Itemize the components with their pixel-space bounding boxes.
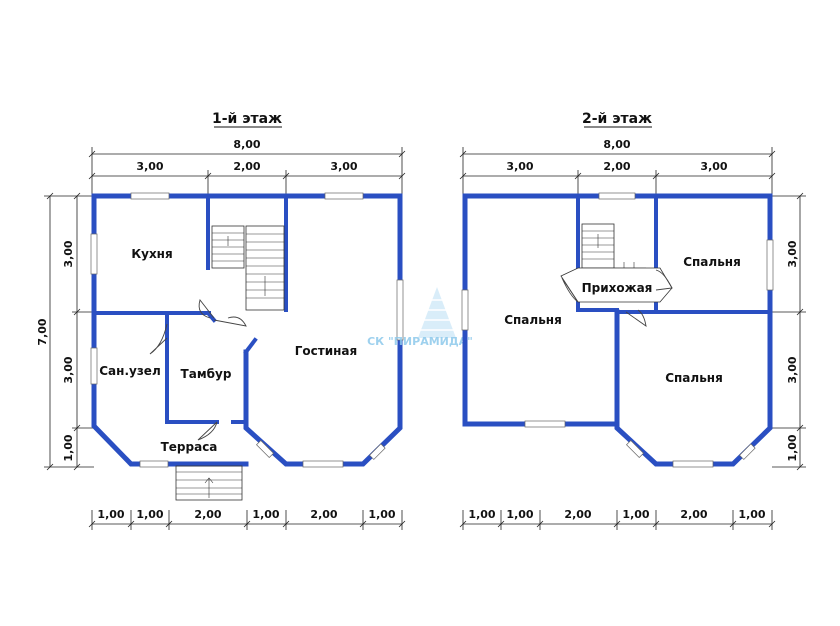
- room-terrace: Терраса: [161, 440, 218, 454]
- first-bottom-dimensions: 1,00 1,00 2,00 1,00 2,00 1,00: [88, 508, 406, 530]
- first-top-dimensions: 8,00 3,00 2,00 3,00: [88, 138, 406, 196]
- second-bottom-seg-6: 1,00: [738, 508, 765, 521]
- first-left-dimensions: 7,00 3,00 3,00 1,00: [36, 192, 94, 471]
- first-floor-title: 1-й этаж: [212, 111, 282, 127]
- first-top-seg-1: 3,00: [136, 160, 163, 173]
- second-total-width: 8,00: [603, 138, 630, 151]
- second-windows: [461, 192, 774, 468]
- room-tambour: Тамбур: [181, 367, 232, 381]
- second-top-seg-1: 3,00: [506, 160, 533, 173]
- second-right-seg-1: 3,00: [786, 240, 799, 267]
- second-right-dimensions: 3,00 3,00 1,00: [772, 192, 806, 471]
- room-bedroom-bottom-right: Спальня: [665, 371, 723, 385]
- first-floor-plan: 1-й этаж 8,00 3,00 2,00 3,00: [36, 111, 406, 530]
- second-bottom-seg-5: 2,00: [680, 508, 707, 521]
- second-walls: [462, 193, 773, 467]
- first-left-seg-2: 3,00: [62, 356, 75, 383]
- first-bottom-seg-3: 2,00: [194, 508, 221, 521]
- first-walls: [91, 193, 403, 467]
- first-top-seg-3: 3,00: [330, 160, 357, 173]
- second-top-seg-3: 3,00: [700, 160, 727, 173]
- watermark-logo: СК "ПИРАМИДА": [367, 287, 473, 348]
- first-windows: [90, 192, 404, 468]
- first-bottom-seg-6: 1,00: [368, 508, 395, 521]
- first-bottom-seg-4: 1,00: [252, 508, 279, 521]
- first-left-seg-1: 3,00: [62, 240, 75, 267]
- second-bottom-dimensions: 1,00 1,00 2,00 1,00 2,00 1,00: [459, 508, 776, 530]
- second-top-dimensions: 8,00 3,00 2,00 3,00: [459, 138, 776, 196]
- watermark-text: СК "ПИРАМИДА": [367, 335, 473, 348]
- first-bottom-seg-2: 1,00: [136, 508, 163, 521]
- room-kitchen: Кухня: [131, 247, 172, 261]
- first-doors: [149, 299, 247, 441]
- room-bedroom-left: Спальня: [504, 313, 562, 327]
- second-doors: [561, 269, 673, 327]
- second-top-seg-2: 2,00: [603, 160, 630, 173]
- room-bedroom-top-right: Спальня: [683, 255, 741, 269]
- second-bottom-seg-2: 1,00: [506, 508, 533, 521]
- room-hall: Прихожая: [582, 281, 653, 295]
- first-bottom-seg-1: 1,00: [97, 508, 124, 521]
- first-top-seg-2: 2,00: [233, 160, 260, 173]
- room-bathroom: Сан.узел: [99, 364, 160, 378]
- first-terrace-steps: [175, 465, 243, 501]
- second-bottom-seg-3: 2,00: [564, 508, 591, 521]
- second-right-seg-2: 3,00: [786, 356, 799, 383]
- first-total-width: 8,00: [233, 138, 260, 151]
- second-bottom-seg-1: 1,00: [468, 508, 495, 521]
- first-left-seg-3: 1,00: [62, 434, 75, 461]
- second-bottom-seg-4: 1,00: [622, 508, 649, 521]
- first-left-total: 7,00: [36, 318, 49, 345]
- second-floor-plan: 2-й этаж 8,00 3,00 2,00 3,00: [459, 111, 806, 530]
- second-floor-title: 2-й этаж: [582, 111, 652, 127]
- second-right-seg-3: 1,00: [786, 434, 799, 461]
- room-living: Гостиная: [295, 344, 357, 358]
- first-stairs: [211, 225, 285, 311]
- first-bottom-seg-5: 2,00: [310, 508, 337, 521]
